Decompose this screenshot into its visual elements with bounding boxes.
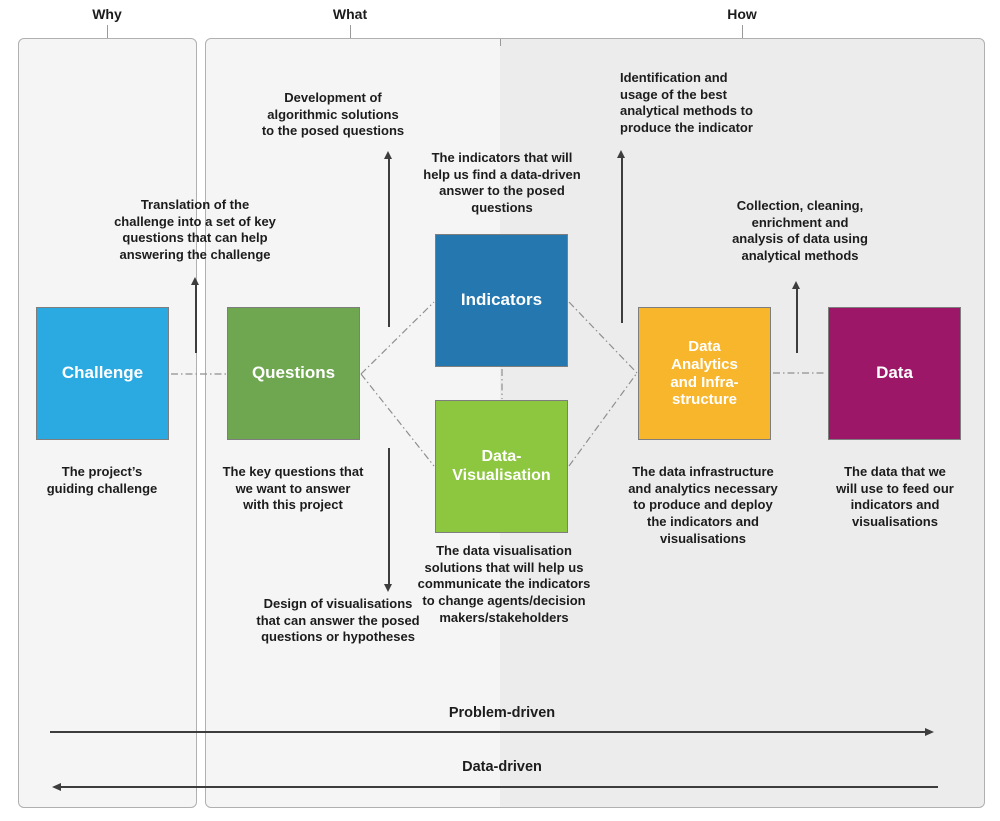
box-data: Data <box>828 307 961 440</box>
caption-data: The data that we will use to feed our in… <box>836 464 954 529</box>
box-challenge: Challenge <box>36 307 169 440</box>
label-what-tick <box>350 25 351 38</box>
arrowhead-down-icon <box>384 584 392 592</box>
annotation-translation: Translation of the challenge into a set … <box>114 197 276 262</box>
annotation-collection: Collection, cleaning, enrichment and ana… <box>732 198 868 263</box>
box-challenge-label: Challenge <box>61 363 144 383</box>
box-indicators: Indicators <box>435 234 568 367</box>
caption-challenge: The project’s guiding challenge <box>46 464 158 496</box>
arrowhead-up-icon <box>617 150 625 158</box>
arrowhead-up-icon <box>792 281 800 289</box>
box-questions: Questions <box>227 307 360 440</box>
box-indicators-label: Indicators <box>460 290 543 310</box>
label-how-tick <box>742 25 743 38</box>
label-why-tick <box>107 25 108 38</box>
caption-questions: The key questions that we want to answer… <box>222 464 364 513</box>
box-questions-label: Questions <box>251 363 336 383</box>
label-data-driven: Data-driven <box>462 759 542 775</box>
box-data-analytics: Data Analytics and Infra- structure <box>638 307 771 440</box>
label-how: How <box>727 6 757 22</box>
arrowhead-up-icon <box>191 277 199 285</box>
panel-divider-tick <box>500 39 501 46</box>
label-problem-driven: Problem-driven <box>448 705 556 721</box>
label-why: Why <box>92 6 122 22</box>
caption-data-analytics: The data infrastructure and analytics ne… <box>628 464 778 546</box>
label-what: What <box>332 6 368 22</box>
caption-data-visualisation: The data visualisation solutions that wi… <box>417 543 591 625</box>
box-data-visualisation-label: Data- Visualisation <box>452 447 551 484</box>
annotation-identification: Identification and usage of the best ana… <box>620 70 753 135</box>
annotation-indicators: The indicators that will help us find a … <box>423 150 581 215</box>
arrowhead-up-icon <box>384 151 392 159</box>
annotation-development: Development of algorithmic solutions to … <box>261 90 405 139</box>
arrowhead-left-icon <box>52 782 61 791</box>
box-data-label: Data <box>876 363 913 383</box>
box-data-visualisation: Data- Visualisation <box>435 400 568 533</box>
box-data-analytics-label: Data Analytics and Infra- structure <box>670 338 739 409</box>
annotation-design: Design of visualisations that can answer… <box>256 596 420 645</box>
arrowhead-right-icon <box>925 727 934 736</box>
